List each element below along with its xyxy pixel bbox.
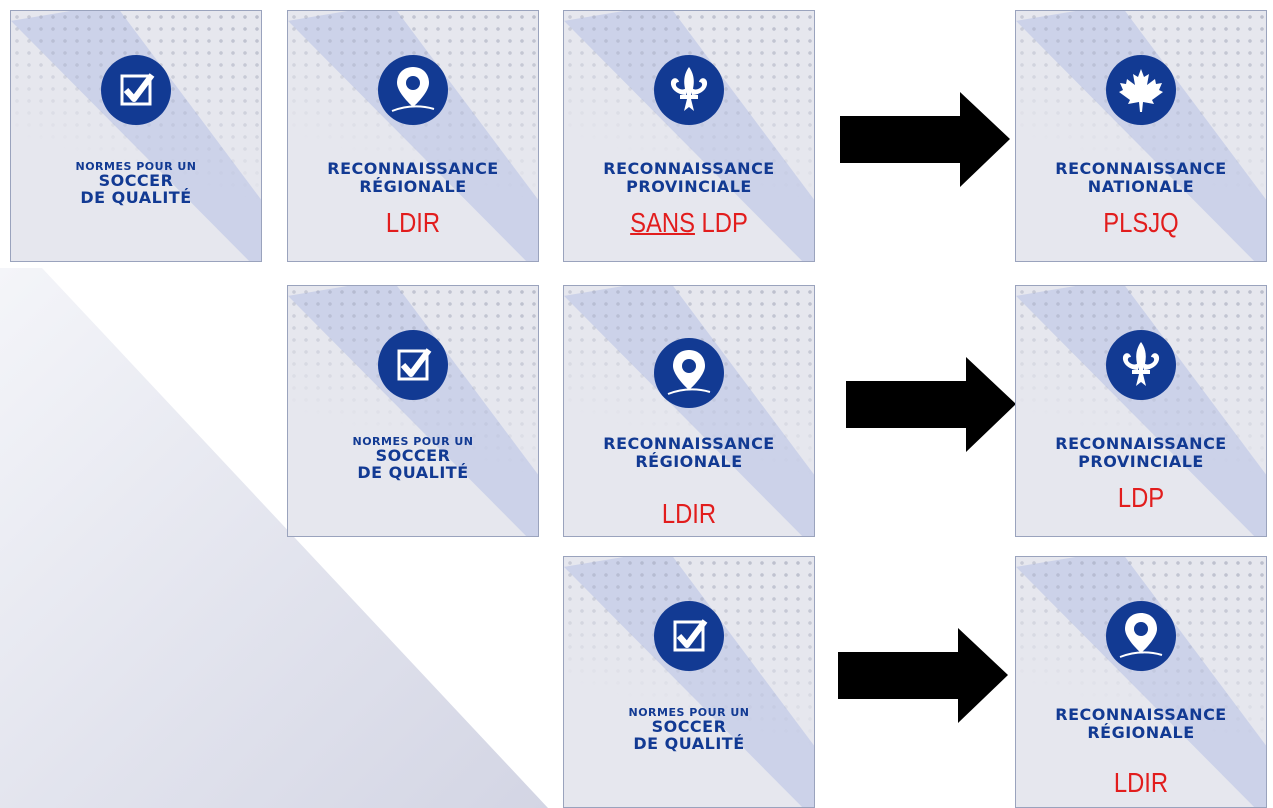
- map-pin-icon: [1106, 601, 1176, 671]
- program-tag: SANS LDP: [583, 207, 796, 239]
- program-tag-sans: SANS: [630, 207, 695, 238]
- card-regional-recognition: RECONNAISSANCE RÉGIONALE LDIR: [287, 10, 539, 262]
- card-title: RECONNAISSANCE RÉGIONALE: [603, 434, 775, 471]
- fleur-de-lis-icon: [1106, 330, 1176, 400]
- program-tag: LDIR: [661, 498, 717, 529]
- card-title: NORMES POUR UN SOCCER DE QUALITÉ: [352, 435, 474, 482]
- card-norms-soccer-quality: NORMES POUR UN SOCCER DE QUALITÉ: [10, 10, 262, 262]
- right-arrow: [840, 92, 1010, 187]
- card-norms-soccer-quality: NORMES POUR UN SOCCER DE QUALITÉ: [287, 285, 539, 537]
- map-pin-icon: [378, 55, 448, 125]
- card-title: RECONNAISSANCE PROVINCIALE: [1055, 434, 1227, 471]
- map-pin-icon: [654, 338, 724, 408]
- card-title: RECONNAISSANCE PROVINCIALE: [603, 159, 775, 196]
- program-tag: PLSJQ: [1103, 207, 1179, 238]
- fleur-de-lis-icon: [654, 55, 724, 125]
- program-tag-rest: LDP: [694, 207, 748, 238]
- program-tag: LDIR: [1113, 767, 1169, 798]
- card-regional-recognition: RECONNAISSANCE RÉGIONALE LDIR: [563, 285, 815, 537]
- right-arrow: [838, 628, 1008, 723]
- maple-leaf-icon: [1106, 55, 1176, 125]
- card-regional-recognition: RECONNAISSANCE RÉGIONALE LDIR: [1015, 556, 1267, 808]
- card-provincial-recognition: RECONNAISSANCE PROVINCIALE SANS LDP: [563, 10, 815, 262]
- card-title: RECONNAISSANCE NATIONALE: [1055, 159, 1227, 196]
- card-provincial-recognition: RECONNAISSANCE PROVINCIALE LDP: [1015, 285, 1267, 537]
- checkbox-icon: [378, 330, 448, 400]
- card-national-recognition: RECONNAISSANCE NATIONALE PLSJQ: [1015, 10, 1267, 262]
- right-arrow: [846, 357, 1016, 452]
- card-norms-soccer-quality: NORMES POUR UN SOCCER DE QUALITÉ: [563, 556, 815, 808]
- card-title: RECONNAISSANCE RÉGIONALE: [327, 159, 499, 196]
- program-tag: LDP: [1117, 482, 1165, 513]
- program-tag: LDIR: [385, 207, 441, 238]
- card-title: RECONNAISSANCE RÉGIONALE: [1055, 705, 1227, 742]
- checkbox-icon: [654, 601, 724, 671]
- card-title: NORMES POUR UN SOCCER DE QUALITÉ: [628, 706, 750, 753]
- card-title: NORMES POUR UN SOCCER DE QUALITÉ: [75, 160, 197, 207]
- checkbox-icon: [101, 55, 171, 125]
